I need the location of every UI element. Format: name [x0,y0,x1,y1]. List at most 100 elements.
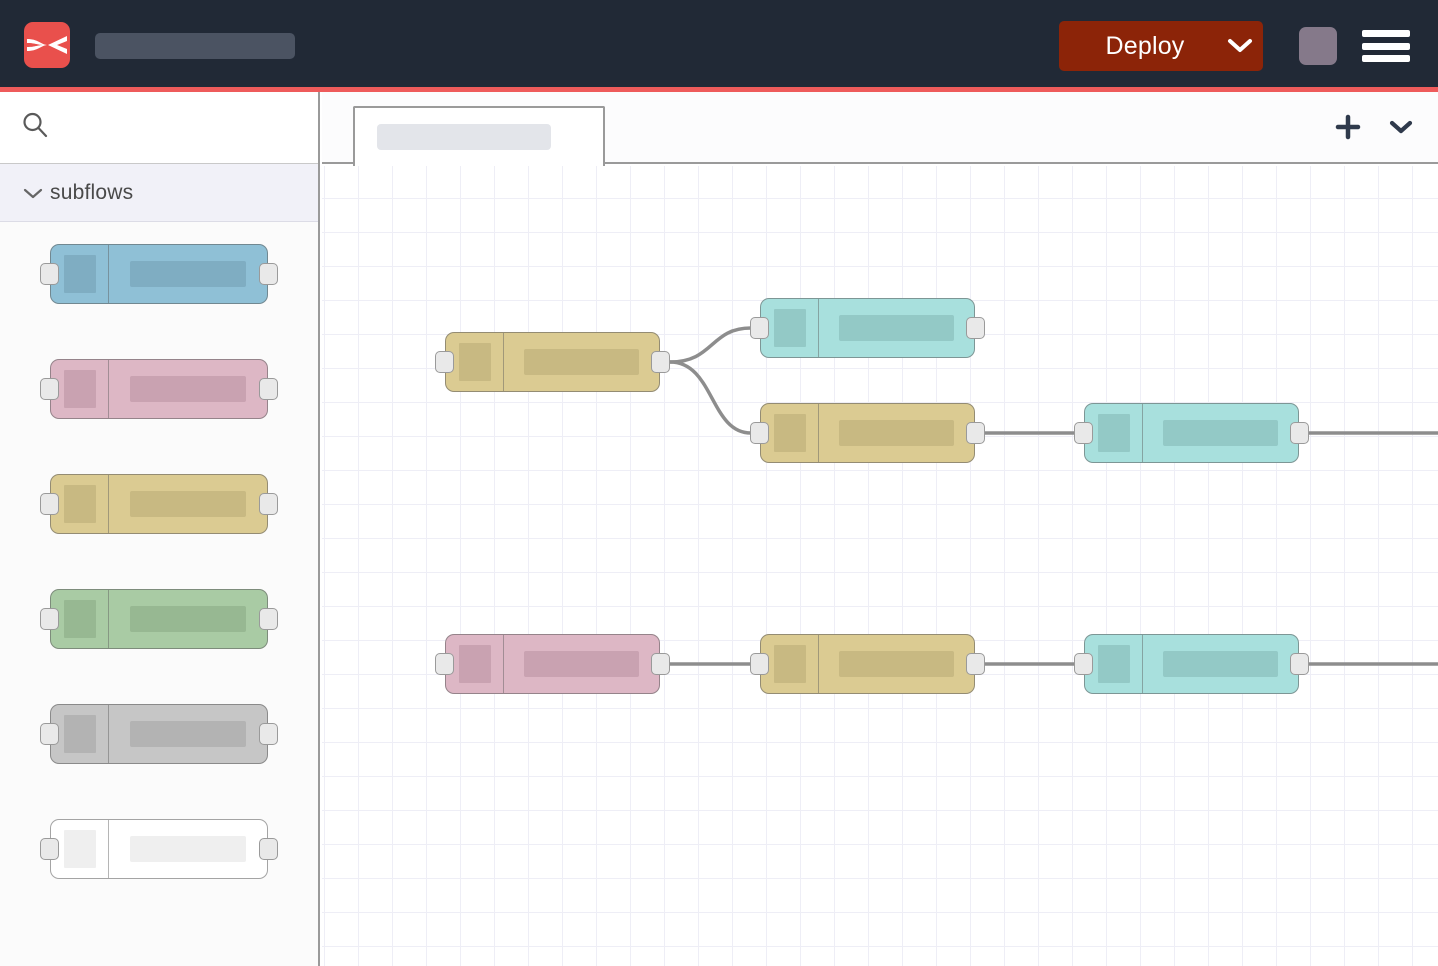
node-label-cell [109,475,267,533]
node-icon-cell [51,590,109,648]
palette-item [0,704,318,819]
chevron-down-icon[interactable] [1384,110,1418,144]
node-input-port[interactable] [40,493,59,515]
header-title-redacted [95,33,295,59]
node-input-port[interactable] [750,422,769,444]
deploy-button[interactable]: Deploy [1059,21,1263,71]
node-icon-cell [446,635,504,693]
node-input-port[interactable] [1074,422,1093,444]
node-label-cell [1143,404,1298,462]
node-output-port[interactable] [1290,653,1309,675]
node-input-port[interactable] [1074,653,1093,675]
palette-node-1[interactable] [40,244,278,304]
node-red-logo-icon[interactable] [24,22,70,68]
palette-node-5[interactable] [40,704,278,764]
flow-node-n6[interactable] [750,634,985,694]
node-output-port[interactable] [651,653,670,675]
node-output-port[interactable] [259,723,278,745]
node-output-port[interactable] [259,838,278,860]
node-label-redacted [524,651,639,677]
node-output-port[interactable] [1290,422,1309,444]
chevron-down-icon[interactable] [16,186,50,200]
node-type-icon [1097,645,1130,683]
flow-node-n7[interactable] [1074,634,1309,694]
palette-node-list [0,222,318,934]
node-output-port[interactable] [966,317,985,339]
palette-category-label: subflows [50,180,134,204]
flow-node-n1[interactable] [435,332,670,392]
node-output-port[interactable] [651,351,670,373]
node-type-icon [773,414,806,452]
node-output-port[interactable] [259,378,278,400]
node-label-redacted [839,315,954,341]
node-icon-cell [51,705,109,763]
node-label-cell [819,404,974,462]
node-label-redacted [129,261,247,287]
palette-node-4[interactable] [40,589,278,649]
hamburger-menu-icon[interactable] [1362,26,1410,66]
node-label-cell [109,360,267,418]
flow-node-n4[interactable] [1074,403,1309,463]
node-label-cell [109,245,267,303]
node-output-port[interactable] [966,653,985,675]
node-input-port[interactable] [750,653,769,675]
node-icon-cell [446,333,504,391]
avatar[interactable] [1299,27,1337,65]
node-input-port[interactable] [435,653,454,675]
palette-item [0,244,318,359]
palette-item [0,589,318,704]
node-type-icon [63,255,96,293]
node-label-redacted [1163,651,1278,677]
node-label-redacted [129,376,247,402]
palette-node-3[interactable] [40,474,278,534]
palette-node-2[interactable] [40,359,278,419]
node-icon-cell [51,360,109,418]
node-icon-cell [1085,635,1143,693]
search-input[interactable] [0,92,318,164]
flow-node-n3[interactable] [750,403,985,463]
node-type-icon [773,309,806,347]
node-output-port[interactable] [966,422,985,444]
node-input-port[interactable] [435,351,454,373]
node-output-port[interactable] [259,263,278,285]
node-icon-cell [51,475,109,533]
node-type-icon [63,370,96,408]
node-type-icon [458,343,491,381]
app-header: Deploy [0,0,1438,92]
node-label-cell [819,635,974,693]
node-output-port[interactable] [259,493,278,515]
node-label-redacted [839,651,954,677]
node-label-redacted [839,420,954,446]
node-label-cell [819,299,974,357]
node-label-redacted [524,349,639,375]
palette-node-6[interactable] [40,819,278,879]
node-type-icon [63,830,96,868]
chevron-down-icon[interactable] [1217,38,1263,54]
plus-icon[interactable] [1331,110,1365,144]
node-type-icon [63,600,96,638]
flow-canvas[interactable] [322,166,1438,966]
flow-tab-bar [322,92,1438,166]
node-input-port[interactable] [40,378,59,400]
node-type-icon [63,485,96,523]
flow-node-n5[interactable] [435,634,670,694]
node-input-port[interactable] [40,608,59,630]
node-label-cell [109,820,267,878]
node-label-redacted [129,836,247,862]
node-input-port[interactable] [40,723,59,745]
node-label-cell [1143,635,1298,693]
palette-category-subflows[interactable]: subflows [0,164,318,222]
flow-node-n2[interactable] [750,298,985,358]
node-output-port[interactable] [259,608,278,630]
node-input-port[interactable] [750,317,769,339]
node-input-port[interactable] [40,263,59,285]
node-icon-cell [1085,404,1143,462]
palette-item [0,359,318,474]
node-icon-cell [761,404,819,462]
node-label-redacted [1163,420,1278,446]
node-label-cell [504,635,659,693]
node-icon-cell [761,299,819,357]
node-input-port[interactable] [40,838,59,860]
tab-active-flow[interactable] [353,106,605,166]
